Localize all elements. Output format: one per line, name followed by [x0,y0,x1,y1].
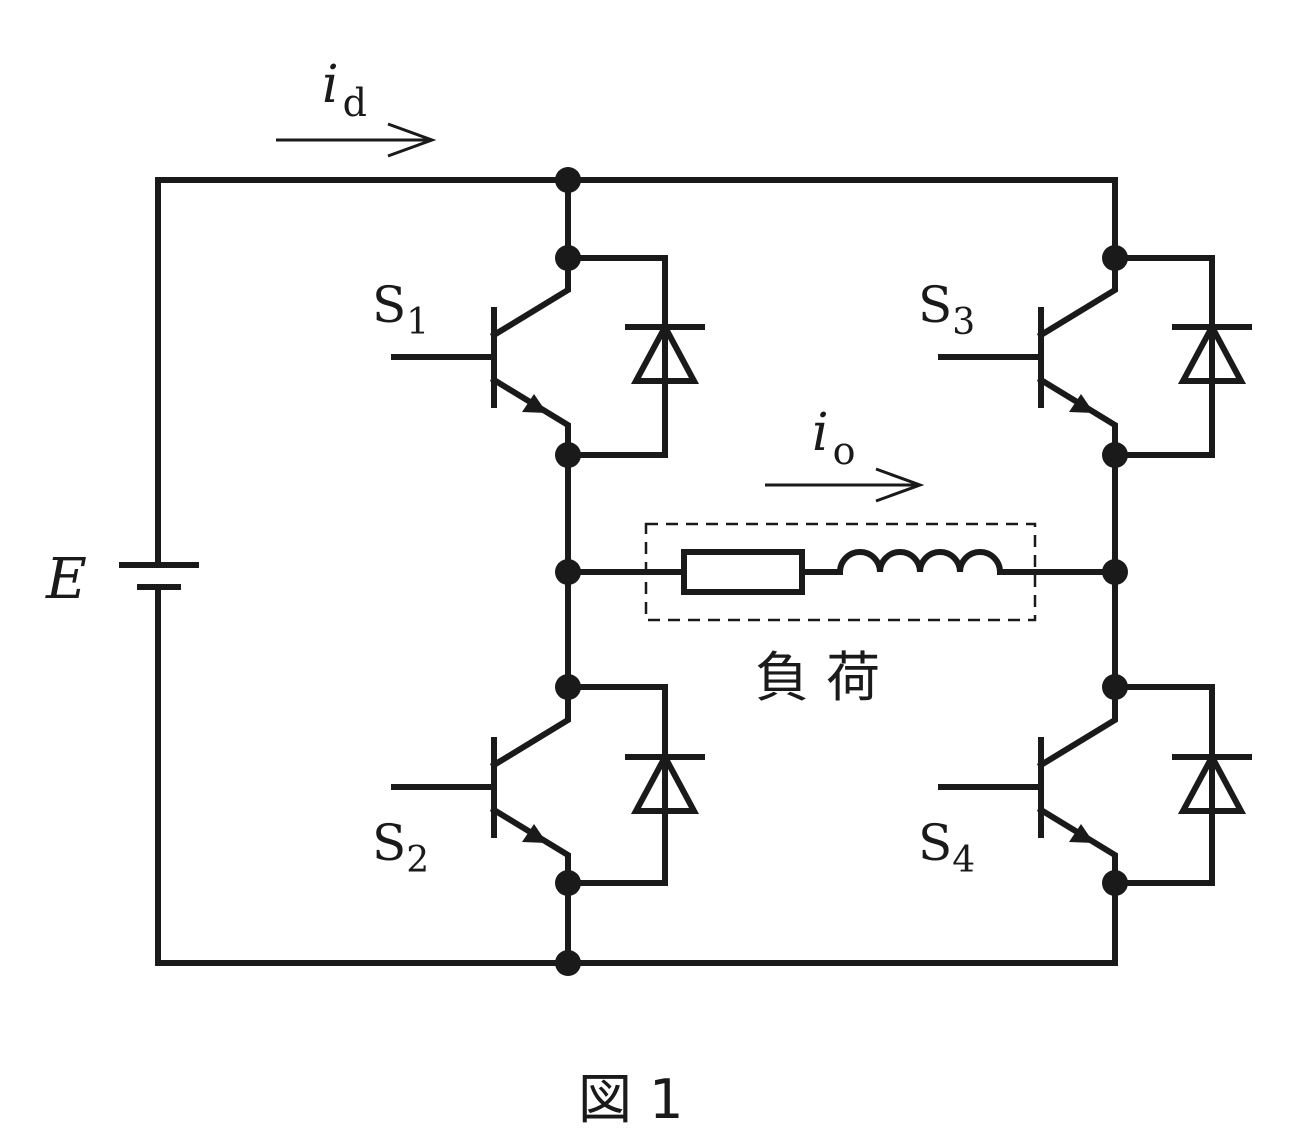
switch-s2 [391,684,705,886]
switch-s4-label: S4 [918,814,975,881]
load-boundary-box [644,522,1037,622]
switch-s3 [938,255,1252,458]
load-label: 負 荷 [755,646,880,709]
source-voltage-label: E [45,547,87,612]
load-rl [565,549,1118,595]
figure-caption: 図 1 [578,1068,684,1131]
dc-current-arrow [276,122,437,158]
load-current-arrow [765,467,925,503]
junction-dots [555,167,1128,976]
switch-s1 [391,255,705,458]
switch-s1-label: S1 [372,276,429,343]
dc-source-battery [119,562,199,590]
switch-s3-label: S3 [918,276,975,343]
switch-s4 [938,684,1252,886]
switch-s2-label: S2 [372,814,429,881]
